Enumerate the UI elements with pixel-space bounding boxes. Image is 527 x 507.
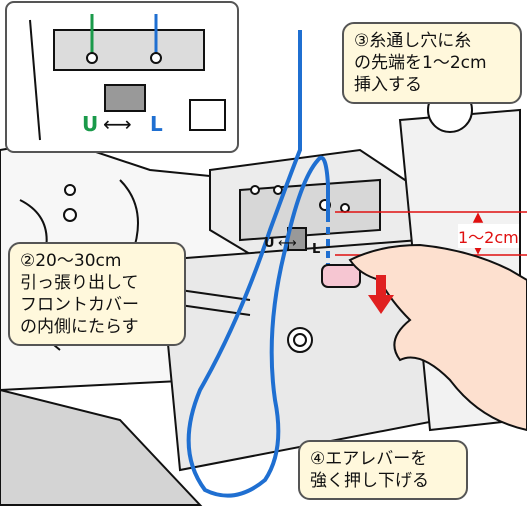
push-down-arrow <box>368 275 394 314</box>
machine-label-l: L <box>312 242 321 257</box>
inset-box <box>5 1 239 153</box>
callout-step-2: ②20〜30cm 引っ張り出して フロントカバー の内側にたらす <box>8 242 186 346</box>
callout-step-4: ④エアレバーを 強く押し下げる <box>298 440 468 500</box>
inset-arrow: ⟷ <box>103 112 132 136</box>
air-lever <box>321 264 361 288</box>
machine-label-u: U <box>264 236 275 251</box>
callout-step-3: ③糸通し穴に糸 の先端を1〜2cm 挿入する <box>342 22 522 104</box>
machine-arrow: ⟷ <box>278 236 297 251</box>
dimension-label: 1〜2cm <box>458 224 519 248</box>
inset-label-u: U <box>82 112 99 136</box>
inset-label-l: L <box>150 112 163 136</box>
blue-thread <box>186 30 330 498</box>
